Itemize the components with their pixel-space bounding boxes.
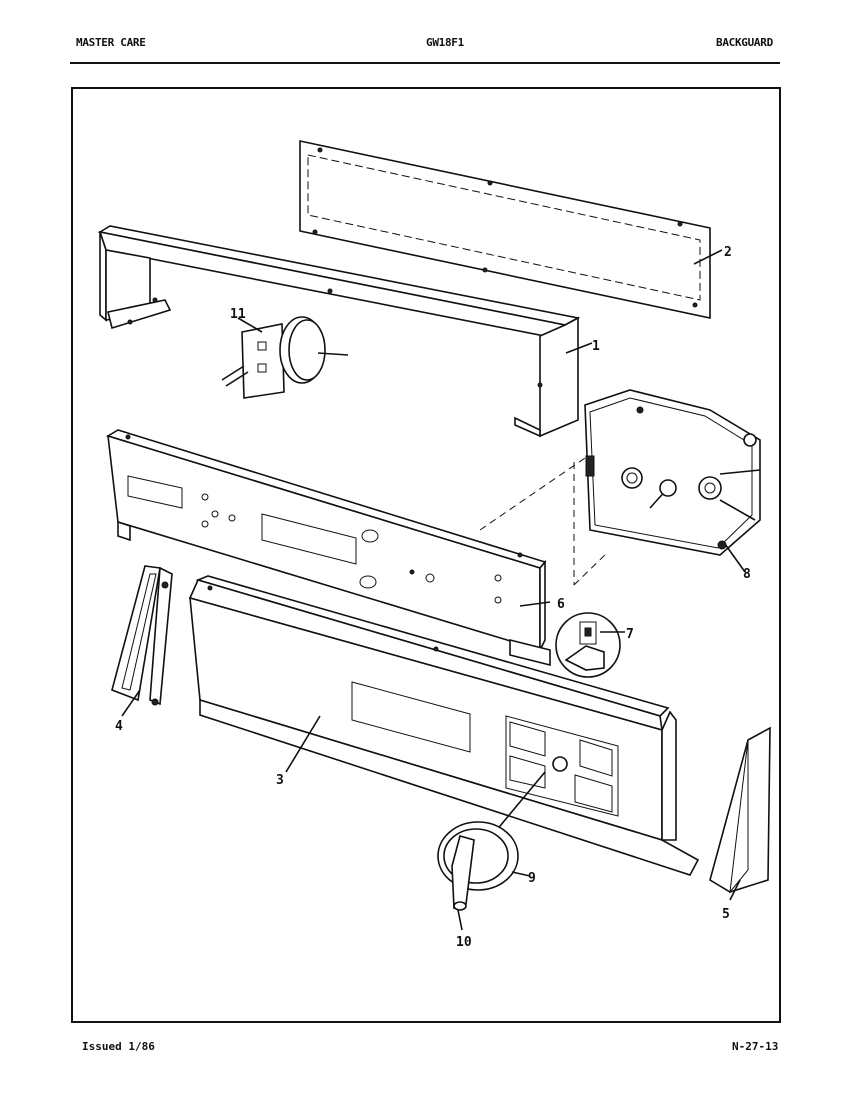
part-backguard-frame <box>97 225 581 438</box>
part-left-bracket <box>111 565 173 706</box>
header-brand: MASTER CARE <box>76 36 146 49</box>
footer-page-code: N-27-13 <box>732 1040 779 1053</box>
callout-6: 6 <box>557 597 565 612</box>
part-rear-panel <box>299 140 711 319</box>
part-clip-inset <box>555 612 621 678</box>
callout-9: 9 <box>528 871 536 886</box>
part-timer <box>584 389 761 556</box>
callout-1: 1 <box>592 339 600 354</box>
callout-4: 4 <box>115 719 123 734</box>
part-switch <box>221 316 349 399</box>
header-rule <box>70 62 780 64</box>
header-section: BACKGUARD <box>716 36 773 49</box>
diagram-frame <box>71 87 781 1023</box>
part-right-end-cap <box>709 726 771 894</box>
leader-lines <box>121 249 746 931</box>
part-control-panel <box>106 429 551 667</box>
callout-5: 5 <box>722 907 730 922</box>
callout-10: 10 <box>456 935 472 950</box>
callout-7: 7 <box>626 627 634 642</box>
callout-8: 8 <box>743 567 751 582</box>
part-front-panel <box>188 575 700 876</box>
callout-3: 3 <box>276 773 284 788</box>
alignment-lines <box>479 455 609 586</box>
callout-11: 11 <box>230 307 246 322</box>
callout-2: 2 <box>724 245 732 260</box>
header-model: GW18F1 <box>426 36 464 49</box>
footer-issue-date: Issued 1/86 <box>82 1040 155 1053</box>
part-knob-assembly <box>437 771 546 911</box>
